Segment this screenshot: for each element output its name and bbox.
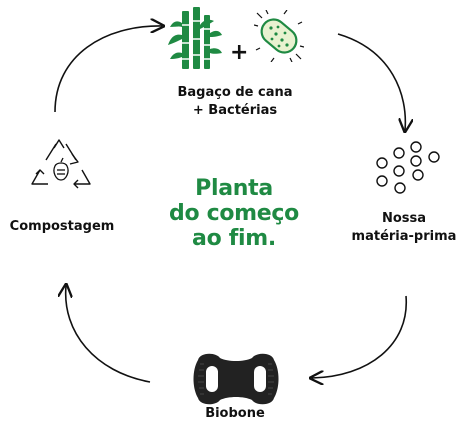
center-title: Planta do começo ao fim. bbox=[148, 176, 320, 251]
center-title-line-1: Planta bbox=[195, 176, 273, 201]
arrow-compost-to-bagasse bbox=[54, 26, 162, 113]
plus-sign: + bbox=[230, 40, 249, 65]
node-bagasse-label: Bagaço de cana + Bactérias bbox=[155, 84, 315, 120]
arrow-bagasse-to-rawmaterial bbox=[337, 33, 405, 130]
center-title-line-3: ao fim. bbox=[192, 226, 276, 251]
raw-material-line-2: matéria-prima bbox=[351, 229, 457, 244]
node-compost-label: Compostagem bbox=[0, 218, 124, 236]
bagasse-line-1: Bagaço de cana bbox=[177, 85, 293, 100]
node-biobone-label: Biobone bbox=[185, 405, 285, 423]
arrow-biobone-to-compost bbox=[66, 286, 151, 383]
compost-text: Compostagem bbox=[9, 219, 115, 234]
bacteria-icon bbox=[254, 10, 304, 62]
arrow-rawmaterial-to-biobone bbox=[312, 295, 407, 378]
raw-material-line-1: Nossa bbox=[381, 211, 427, 226]
bagasse-line-2: + Bactérias bbox=[192, 103, 278, 118]
biobone-text: Biobone bbox=[205, 406, 265, 421]
biobone-product-icon bbox=[193, 353, 279, 405]
center-title-line-2: do começo bbox=[169, 201, 299, 226]
compost-recycle-icon bbox=[31, 139, 91, 189]
sugar-cane-icon bbox=[168, 7, 222, 69]
node-raw-material-label: Nossa matéria-prima bbox=[345, 210, 463, 246]
raw-material-circles-icon bbox=[376, 141, 440, 194]
